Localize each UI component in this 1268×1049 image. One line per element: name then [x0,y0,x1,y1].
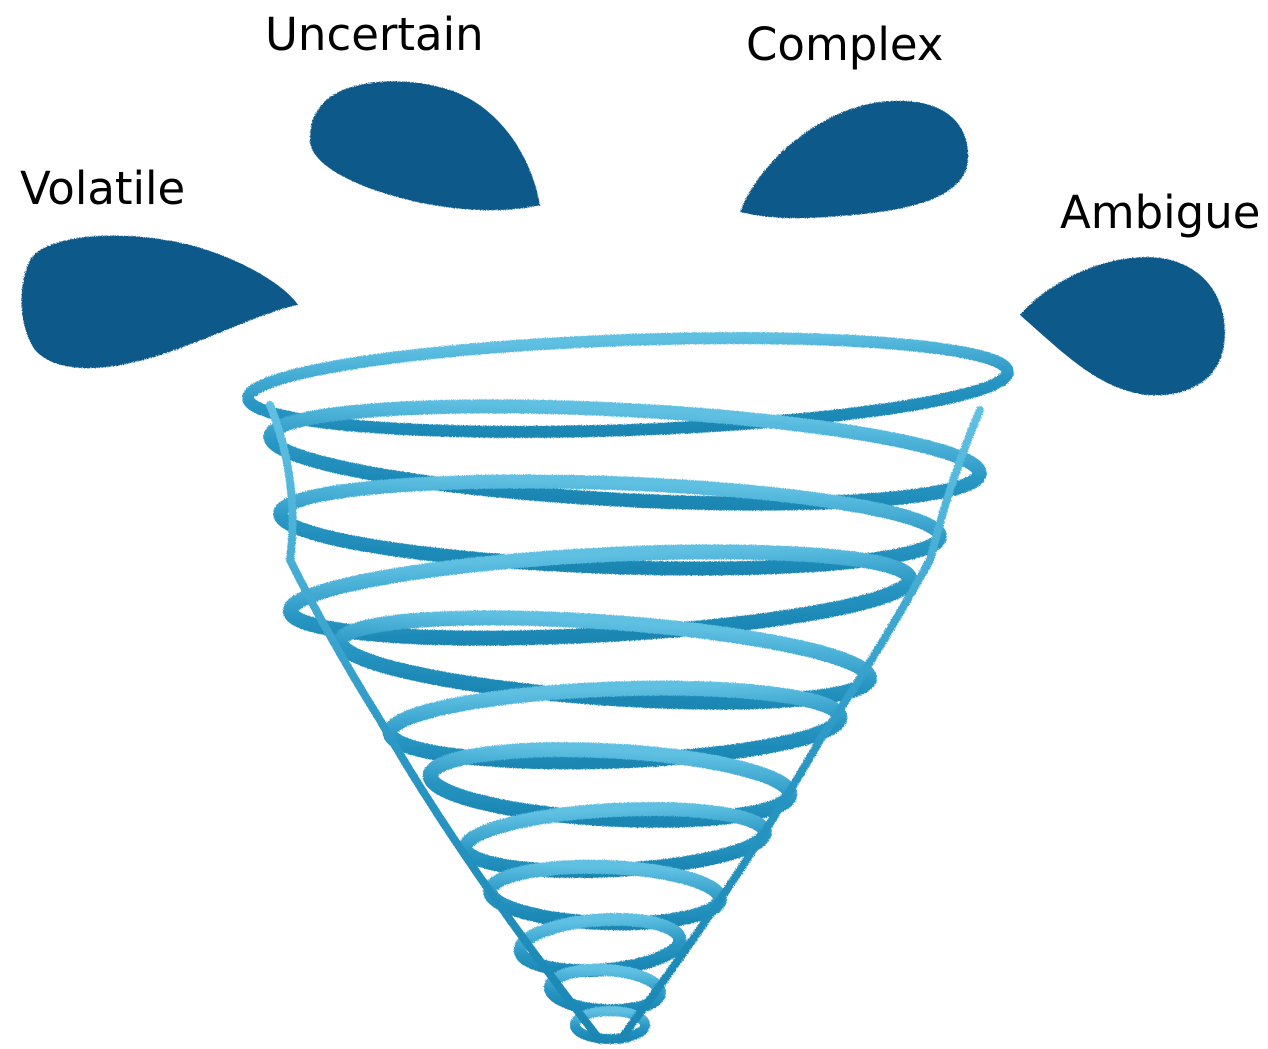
spiral-vortex-icon [247,327,1010,1040]
label-uncertain: Uncertain [265,12,484,57]
label-ambigue: Ambigue [1060,190,1260,235]
ink-drop-icon [22,236,298,368]
ink-drop-icon [310,81,540,210]
ink-drop-icon [740,101,968,218]
ink-drop-icon [1020,257,1225,395]
label-volatile: Volatile [20,166,185,211]
label-complex: Complex [746,22,943,67]
